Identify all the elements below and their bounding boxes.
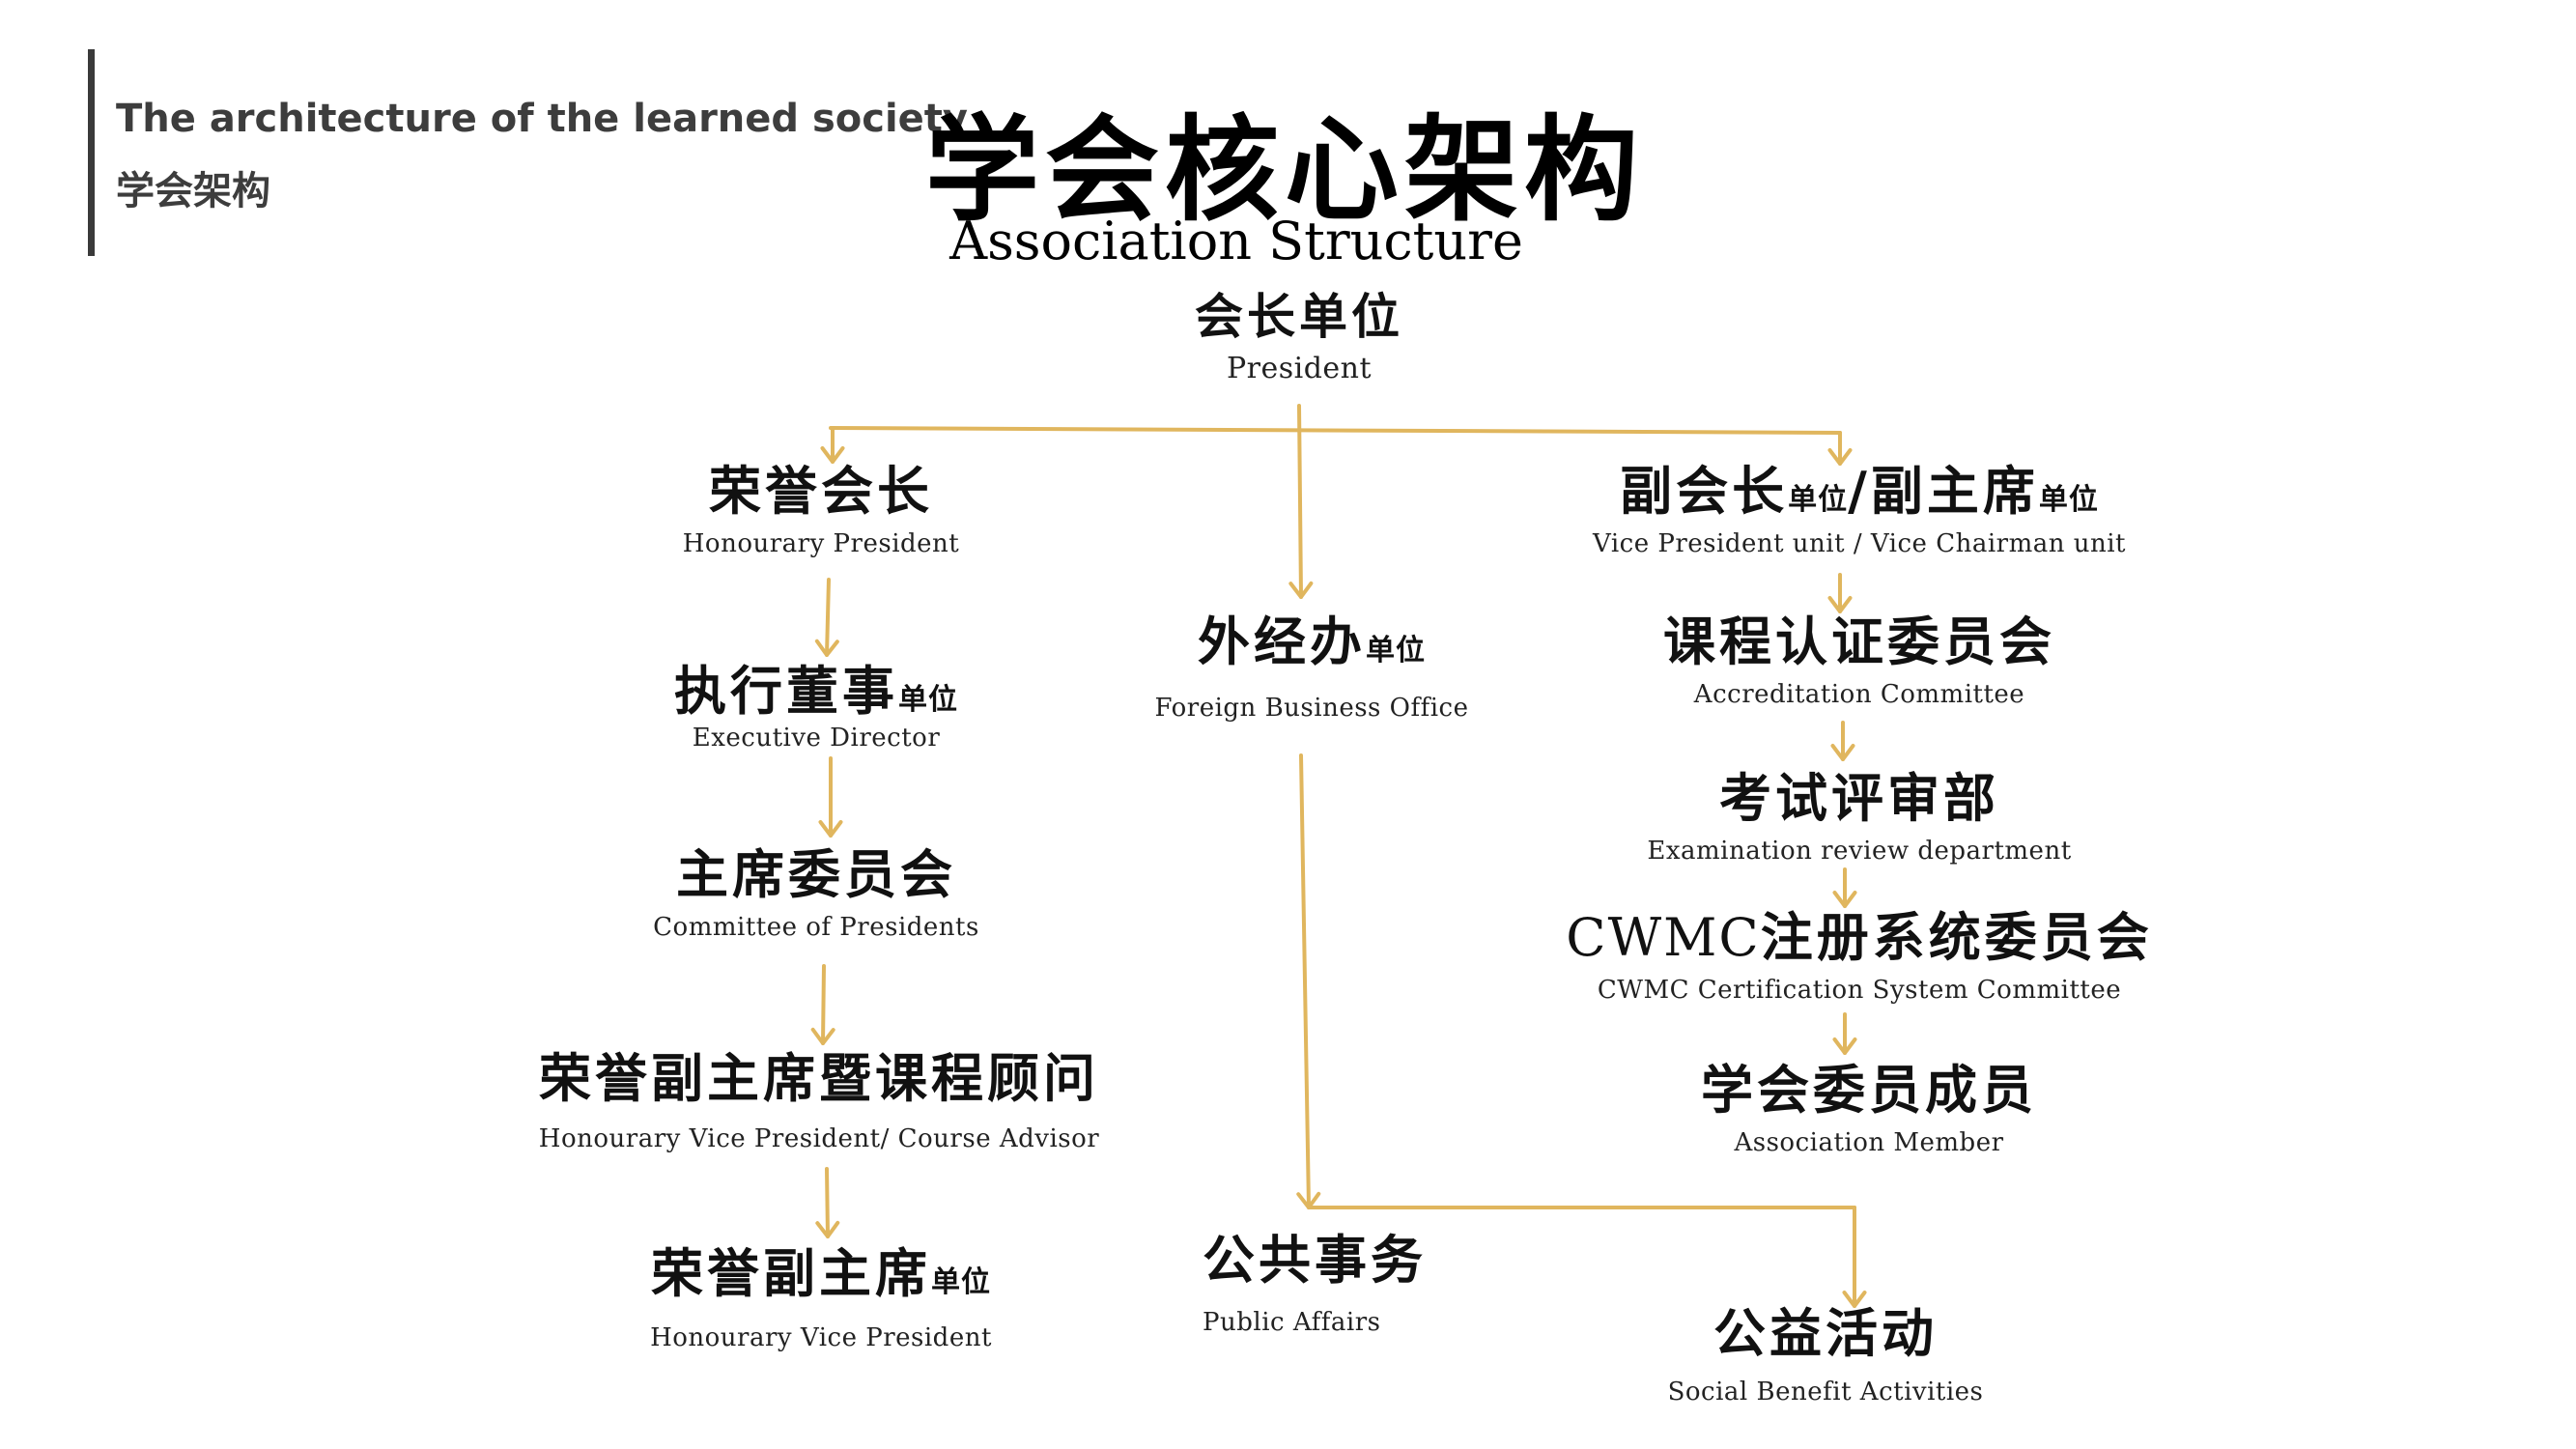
node-accreditation-committee: 课程认证委员会 Accreditation Committee (1663, 611, 2055, 710)
arrow-to-member-arrowhead (1832, 1037, 1857, 1055)
node-social-benefit: 公益活动 Social Benefit Activities (1667, 1303, 1984, 1407)
node-committee-of-presidents-zh: 主席委员会 (676, 844, 956, 905)
node-hon-vp-course-advisor: 荣誉副主席暨课程顾问 Honourary Vice President/ Cou… (538, 1048, 1100, 1154)
page-title: 学会核心架构 (924, 103, 1644, 237)
node-committee-of-presidents: 主席委员会 Committee of Presidents (653, 844, 979, 943)
arrow-to-hon-vp-unit-arrowhead (815, 1220, 840, 1238)
node-hon-vp-unit-zh: 荣誉副主席单位 (650, 1243, 991, 1304)
node-president: 会长单位 President (1195, 289, 1403, 385)
arrow-to-executive-director-arrowhead (814, 639, 839, 657)
node-social-benefit-zh: 公益活动 (1713, 1303, 1938, 1364)
node-honourary-president: 荣誉会长 Honourary President (682, 461, 960, 559)
arrow-to-cwmc-arrowhead (1832, 891, 1857, 908)
node-cwmc-certification-zh: CWMC注册系统委员会 (1566, 907, 2153, 968)
arrow-to-vice-president-arrowhead (1827, 448, 1853, 466)
arrow-to-honourary-president-arrowhead (820, 446, 845, 464)
node-executive-director-zh: 执行董事单位 (674, 661, 958, 722)
node-executive-director-en: Executive Director (692, 724, 941, 753)
node-executive-director: 执行董事单位 Executive Director (674, 661, 958, 753)
arrow-to-foreign-office-line (1297, 404, 1303, 599)
node-examination-review-en: Examination review department (1647, 837, 2072, 867)
node-hon-vp-course-advisor-en: Honourary Vice President/ Course Advisor (538, 1124, 1100, 1154)
node-hon-vp-unit-en: Honourary Vice President (650, 1323, 992, 1353)
node-vice-president-unit-en: Vice President unit / Vice Chairman unit (1593, 529, 2126, 559)
node-vice-president-unit: 副会长单位/副主席单位 Vice President unit / Vice C… (1593, 461, 2126, 559)
arrow-to-examination-arrowhead (1830, 744, 1855, 761)
node-accreditation-committee-zh: 课程认证委员会 (1663, 611, 2055, 672)
node-hon-vp-course-advisor-zh: 荣誉副主席暨课程顾问 (538, 1048, 1099, 1109)
node-cwmc-certification-en: CWMC Certification System Committee (1597, 976, 2122, 1006)
side-title-en: The architecture of the learned society (116, 97, 968, 141)
arrow-to-accreditation-arrowhead (1827, 596, 1853, 613)
arrow-to-hon-vp-unit-line (825, 1167, 830, 1238)
side-title-zh: 学会架构 (116, 169, 270, 213)
arrow-to-committee-of-presidents-arrowhead (818, 820, 843, 838)
node-accreditation-committee-en: Accreditation Committee (1693, 680, 2025, 710)
node-foreign-business-office-en: Foreign Business Office (1154, 694, 1469, 724)
page-subtitle: Association Structure (949, 211, 1523, 271)
node-public-affairs: 公共事务 Public Affairs (1203, 1230, 1427, 1338)
bus-president (829, 426, 1842, 435)
node-honourary-president-en: Honourary President (682, 529, 960, 559)
arrow-to-hon-vp-course-advisor-line (821, 964, 826, 1045)
node-public-affairs-en: Public Affairs (1203, 1308, 1381, 1338)
node-honourary-president-zh: 荣誉会长 (708, 461, 933, 522)
node-social-benefit-en: Social Benefit Activities (1667, 1378, 1984, 1407)
node-president-en: President (1226, 351, 1373, 385)
arrow-to-hon-vp-course-advisor-arrowhead (810, 1027, 835, 1045)
arrow-to-executive-director-line (825, 578, 831, 657)
node-examination-review: 考试评审部 Examination review department (1647, 768, 2072, 867)
node-foreign-business-office-zh: 外经办单位 (1197, 611, 1426, 672)
node-association-member-zh: 学会委员成员 (1701, 1060, 2037, 1121)
node-committee-of-presidents-en: Committee of Presidents (653, 913, 979, 943)
node-examination-review-zh: 考试评审部 (1719, 768, 1999, 829)
node-president-zh: 会长单位 (1195, 289, 1403, 345)
node-hon-vp-unit: 荣誉副主席单位 Honourary Vice President (650, 1243, 992, 1353)
accent-bar (88, 49, 95, 256)
arrow-to-foreign-office-arrowhead (1288, 581, 1314, 599)
node-foreign-business-office: 外经办单位 Foreign Business Office (1154, 611, 1469, 724)
node-association-member-en: Association Member (1734, 1128, 2004, 1158)
arrow-to-social-benefit-arrowhead (1842, 1291, 1867, 1308)
arrow-to-public-affairs-line (1299, 753, 1311, 1209)
node-association-member: 学会委员成员 Association Member (1701, 1060, 2037, 1158)
node-public-affairs-zh: 公共事务 (1203, 1230, 1427, 1291)
node-vice-president-unit-zh: 副会长单位/副主席单位 (1620, 461, 2099, 522)
node-cwmc-certification: CWMC注册系统委员会 CWMC Certification System Co… (1566, 907, 2153, 1006)
